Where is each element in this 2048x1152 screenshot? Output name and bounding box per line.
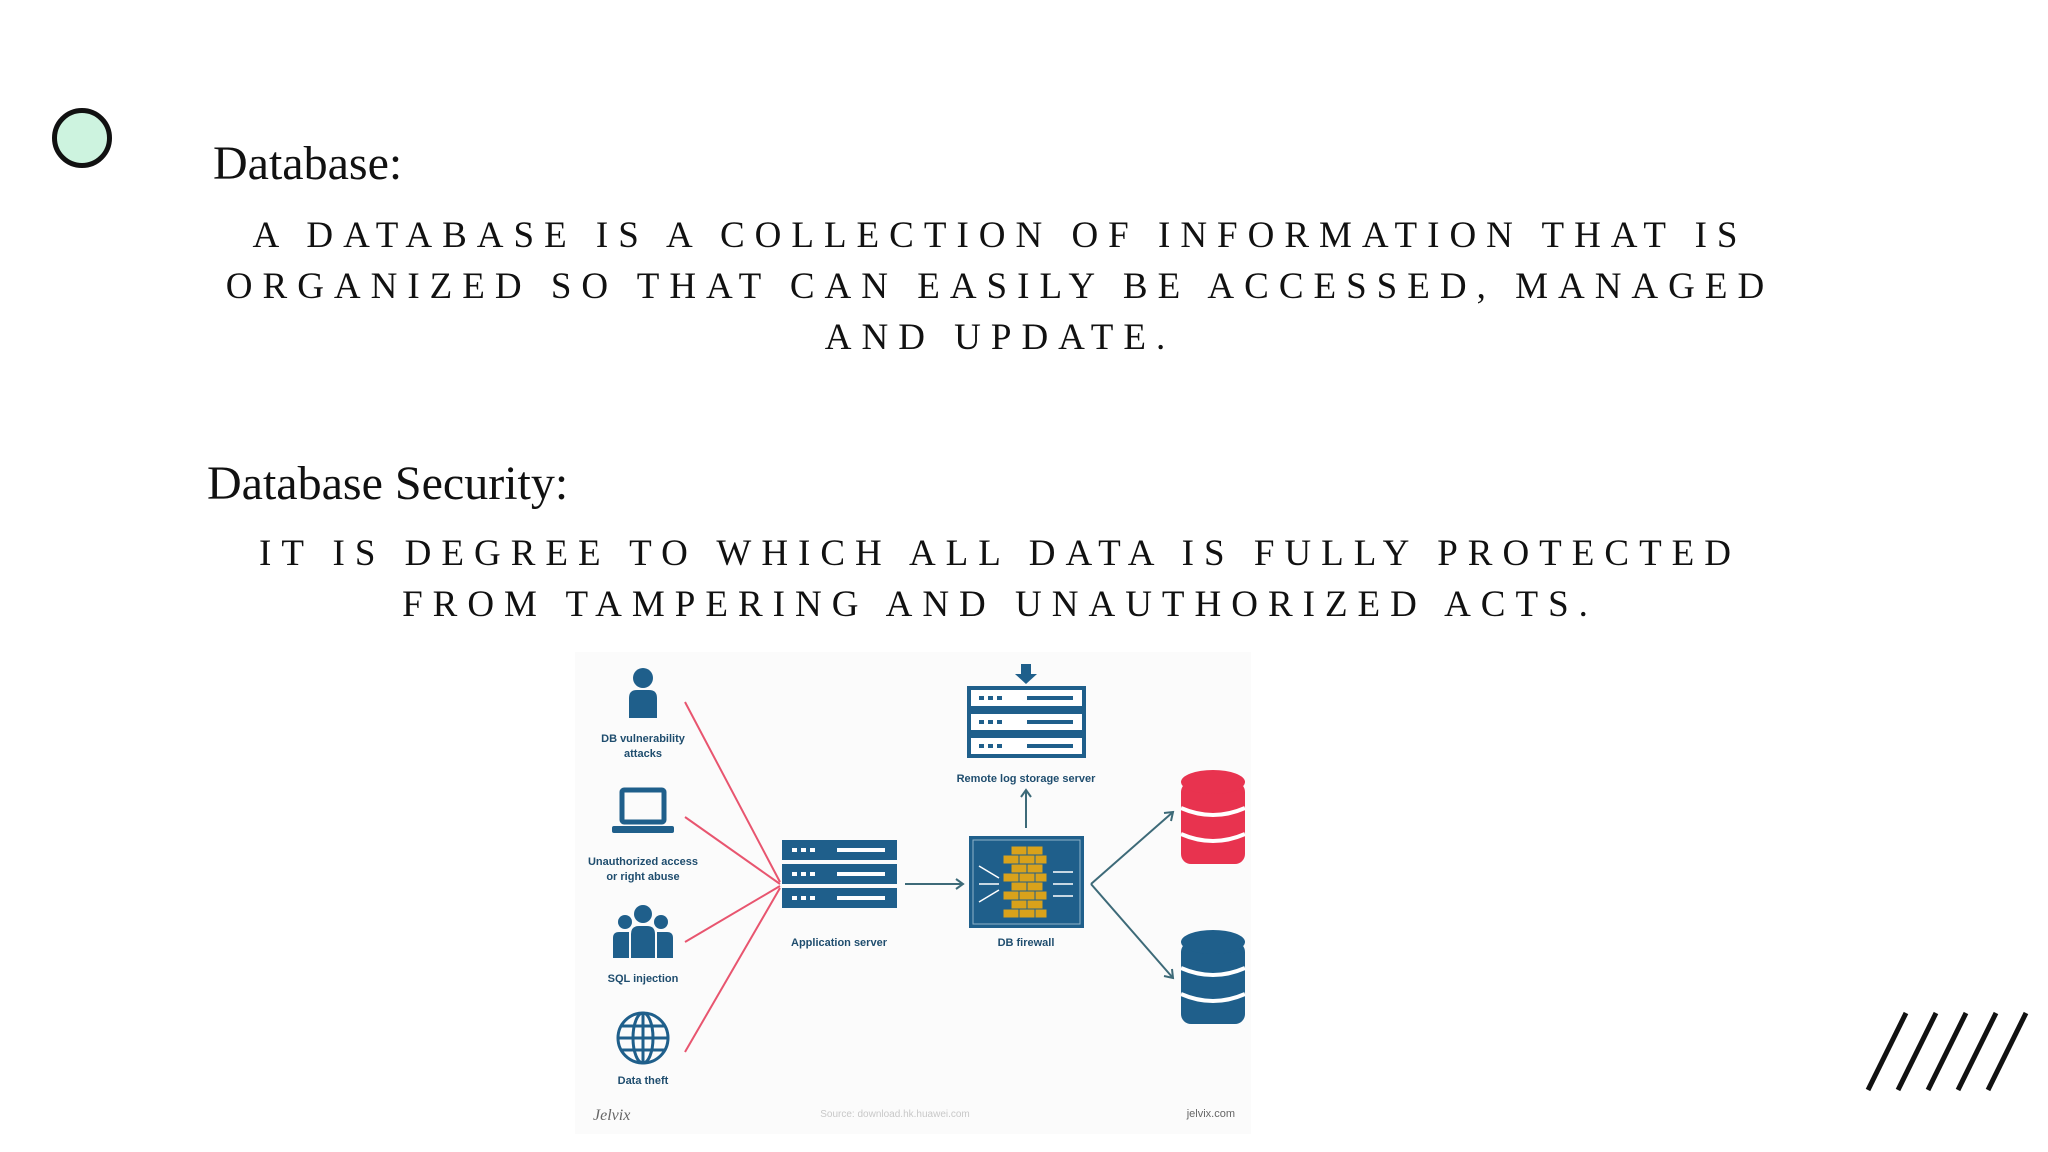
database-heading: Database: bbox=[213, 137, 403, 190]
attack-lines bbox=[684, 701, 781, 1053]
application-server-icon bbox=[782, 840, 897, 908]
firewall-label: DB firewall bbox=[998, 937, 1055, 949]
database-blue-icon bbox=[1180, 930, 1246, 1024]
database-security-heading: Database Security: bbox=[207, 457, 569, 510]
application-server-label: Application server bbox=[791, 937, 888, 949]
jelvix-logo: Jelvix bbox=[593, 1107, 630, 1124]
arrow-database-icon bbox=[1090, 810, 1175, 980]
arrow-up-icon bbox=[1020, 788, 1032, 828]
firewall-icon bbox=[969, 836, 1084, 928]
arrow-right-icon bbox=[905, 878, 965, 890]
log-storage-server-icon bbox=[967, 664, 1086, 758]
database-security-definition: IT IS DEGREE TO WHICH ALL DATA IS FULLY … bbox=[259, 533, 1741, 625]
globe-icon bbox=[616, 1011, 670, 1065]
threat-label: Unauthorized access bbox=[588, 856, 698, 868]
threat-label: Data theft bbox=[618, 1075, 669, 1087]
person-icon bbox=[629, 668, 657, 718]
database-security-diagram: DB vulnerability attacks Unauthorized ac… bbox=[575, 652, 1251, 1134]
group-icon bbox=[613, 905, 673, 958]
diagram-source: Source: download.hk.huawei.com bbox=[820, 1109, 970, 1120]
log-storage-server-label: Remote log storage server bbox=[957, 773, 1096, 785]
database-definition: A DATABASE IS A COLLECTION OF INFORMATIO… bbox=[225, 215, 1775, 358]
threat-label: attacks bbox=[624, 748, 662, 760]
database-red-icon bbox=[1180, 770, 1246, 864]
diagonal-lines-decoration bbox=[1865, 1011, 2029, 1092]
threat-label: SQL injection bbox=[608, 973, 679, 985]
threat-label: DB vulnerability bbox=[601, 733, 686, 745]
bullet-circle-icon bbox=[52, 108, 112, 168]
threat-label: or right abuse bbox=[606, 871, 679, 883]
jelvix-website: jelvix.com bbox=[1186, 1108, 1235, 1120]
laptop-icon bbox=[612, 787, 674, 833]
